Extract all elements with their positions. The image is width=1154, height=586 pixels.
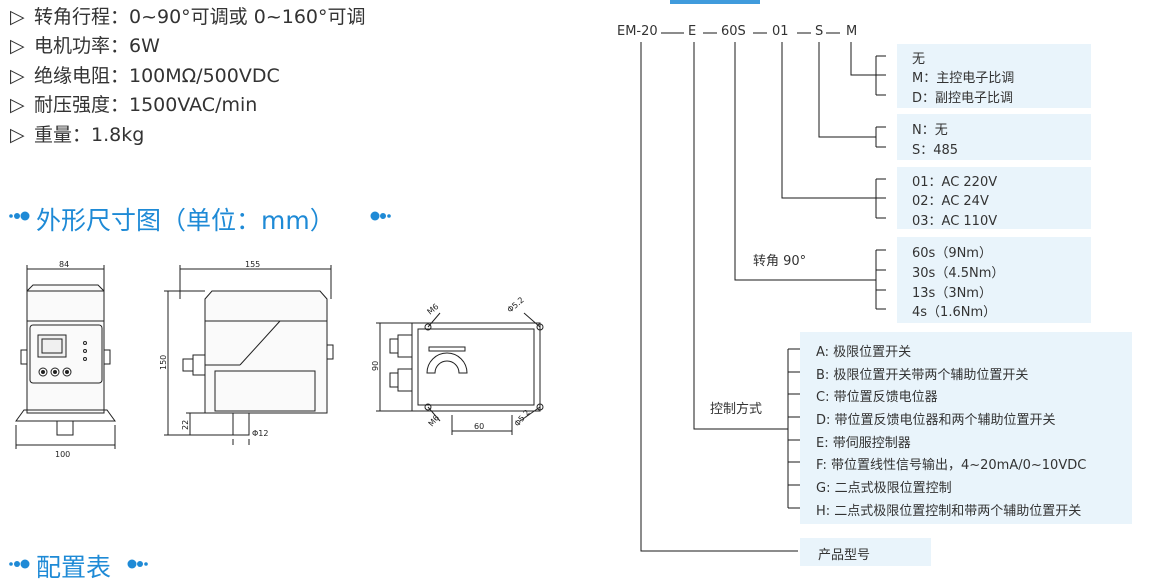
model-code-control: E [688,24,697,39]
spec-text: 转角行程：0~90°可调或 0~160°可调 [34,6,366,28]
control-options-box [800,332,1132,524]
model-code-protocol: S [815,24,824,39]
spec-text: 重量：1.8kg [34,124,145,146]
control-option: F: 带位置线性信号输出，4~20mA/0~10VDC [816,458,1087,473]
model-code-voltage: 01 [772,24,789,39]
protocol-option: S：485 [912,143,959,158]
speed-option: 30s（4.5Nm） [912,266,1005,281]
spec-withstand: ▷ 耐压强度：1500VAC/min [10,90,257,117]
section-dots-icon [127,559,148,569]
triangle-icon: ▷ [10,35,25,57]
dim-shaft-height: 22 [181,420,190,430]
triangle-icon: ▷ [10,124,25,146]
front-view [15,265,116,449]
triangle-icon: ▷ [10,65,25,87]
protocol-options-box [897,114,1091,160]
ratio-options-box [897,44,1091,108]
rotation-label: 转角 90° [753,254,807,269]
triangle-icon: ▷ [10,94,25,116]
control-option: E: 带伺服控制器 [816,436,911,451]
model-connector-lines [640,32,886,552]
speed-option: 60s（9Nm） [912,246,992,261]
dim-hole-top-dia: Φ5.2 [506,295,526,314]
model-code-ratio: M [846,24,858,39]
speed-option: 4s（1.6Nm） [912,305,997,320]
dim-side-height: 150 [159,355,168,370]
section-dots-icon [9,211,30,221]
top-view [376,312,544,435]
control-option: C: 带位置反馈电位器 [816,390,938,405]
speed-options-box [897,237,1091,323]
spec-weight: ▷ 重量：1.8kg [10,120,144,147]
spec-text: 耐压强度：1500VAC/min [34,94,258,116]
speed-option: 13s（3Nm） [912,286,992,301]
dim-hole-spacing: 60 [474,422,484,431]
dimensions-title: 外形尺寸图（单位：mm） [36,206,335,235]
control-option: D: 带位置反馈电位器和两个辅助位置开关 [816,413,1056,428]
spec-insulation: ▷ 绝缘电阻：100MΩ/500VDC [10,61,280,88]
triangle-icon: ▷ [10,6,25,28]
control-mode-label: 控制方式 [710,402,763,417]
voltage-option: 01：AC 220V [912,175,998,190]
protocol-option: N：无 [912,123,948,138]
ratio-option: M：主控电子比调 [912,71,1015,86]
control-option: A: 极限位置开关 [816,345,912,360]
voltage-option: 03：AC 110V [912,214,998,229]
product-model-label: 产品型号 [818,548,871,563]
dim-front-top: 84 [59,260,69,269]
header-fragment [670,0,760,4]
dimension-drawing: 84 100 155 150 22 Φ12 90 60 M6 Φ5.2 M6 Φ… [15,260,544,459]
product-model-box [800,538,931,566]
model-code-series: EM-20 [617,24,658,39]
dim-side-length: 155 [245,260,260,269]
dim-shaft-dia: Φ12 [252,429,268,438]
ratio-option: 无 [912,52,926,67]
spec-power: ▷ 电机功率：6W [10,31,160,58]
section-dots-icon [9,559,30,569]
spec-text: 绝缘电阻：100MΩ/500VDC [34,65,280,87]
config-title: 配置表 [36,553,112,582]
ratio-option: D：副控电子比调 [912,91,1014,106]
control-option: H: 二点式极限位置控制和带两个辅助位置开关 [816,504,1082,519]
dim-hole-bottom: M6 [427,413,442,428]
voltage-option: 02：AC 24V [912,194,989,209]
control-option: B: 极限位置开关带两个辅助位置开关 [816,368,1029,383]
dim-top-height: 90 [371,361,380,371]
section-dots-icon [370,211,391,221]
spec-rotation: ▷ 转角行程：0~90°可调或 0~160°可调 [10,2,366,29]
dim-front-bottom: 100 [55,450,70,459]
control-option: G: 二点式极限位置控制 [816,481,952,496]
side-view [164,265,334,445]
voltage-options-box [897,167,1091,229]
model-code-speed: 60S [721,24,746,39]
spec-text: 电机功率：6W [34,35,160,57]
